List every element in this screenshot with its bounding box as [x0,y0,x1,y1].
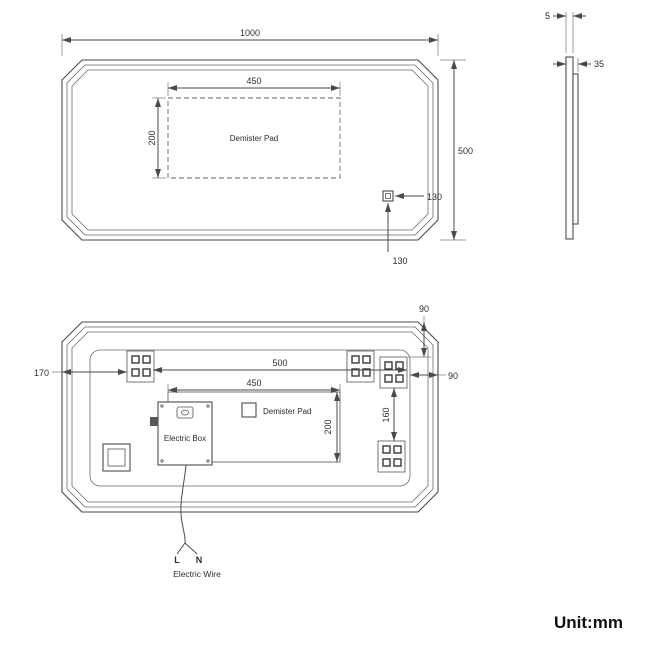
bracket-hole [142,355,151,364]
bracket-hole [395,374,404,383]
bracket-right-upper [379,356,408,389]
bracket-hole [393,458,402,467]
bracket-hole [393,445,402,454]
dim-sensor-right: 130 [427,192,442,202]
demister-connector [241,402,257,418]
screw [206,459,210,463]
side-frame [572,73,579,225]
screw [160,404,164,408]
back-outline-inner [71,331,429,503]
demister-pad-back-label: Demister Pad [263,407,311,416]
bracket-hole [351,355,360,364]
screw [206,404,210,408]
electric-box-label: Electric Box [164,434,206,443]
dim-bracket-left-offset: 170 [34,368,49,378]
back-panel [89,349,411,487]
dim-front-width: 1000 [240,28,260,38]
front-view: 1000 500 Demister Pad 450 200 130 130 [61,28,473,266]
electric-wire [180,464,187,544]
dim-demister-height: 200 [147,130,157,145]
cable-gland [150,417,158,426]
bracket-hole [131,355,140,364]
demister-pad-outline [167,97,341,179]
electric-box: Electric Box [150,401,213,466]
electric-wire-label: Electric Wire [173,569,221,579]
bracket-hole [384,361,393,370]
dim-bracket-right-offset: 90 [448,371,458,381]
back-view: 90 170 500 90 450 200 160 Demister Pad [34,304,458,579]
bracket-right-lower [377,440,406,473]
dim-front-height: 500 [458,146,473,156]
bracket-frame [377,440,406,473]
bracket-top-right [346,350,375,383]
bracket-hole [362,355,371,364]
wire-line-n [184,542,198,555]
electric-box-port-hole [181,409,189,416]
junction-box-inner [107,448,126,467]
bracket-hole [131,368,140,377]
junction-box-outer [102,443,131,472]
touch-sensor-inner [385,193,391,199]
unit-label: Unit:mm [554,613,623,632]
dim-side-depth: 35 [594,59,604,69]
dim-bracket-gap: 160 [381,407,391,422]
dim-demister-height-back: 200 [323,419,333,434]
dim-bracket-top-offset: 90 [419,304,429,314]
side-glass [565,56,574,240]
bracket-hole [142,368,151,377]
dim-demister-width: 450 [246,76,261,86]
wire-label-l: L [174,555,180,565]
mirror-outline-mid [66,64,434,236]
bracket-hole [382,458,391,467]
bracket-hole [384,374,393,383]
screw [160,459,164,463]
electric-box-port [176,406,194,419]
mirror-outline-outer [61,59,439,241]
dim-demister-width-back: 450 [246,378,261,388]
bracket-frame [346,350,375,383]
bracket-top-left [126,350,155,383]
bracket-hole [382,445,391,454]
bracket-hole [395,361,404,370]
dim-bracket-span: 500 [272,358,287,368]
touch-sensor [382,190,394,202]
dim-side-thickness: 5 [545,11,550,21]
electric-box-body [157,401,213,466]
mirror-outline-inner [71,69,429,231]
bracket-frame [126,350,155,383]
wire-label-n: N [196,555,203,565]
wire-line-l [176,542,186,555]
side-view: 5 35 [545,11,604,240]
dim-sensor-bottom: 130 [392,256,407,266]
demister-pad-label: Demister Pad [230,134,278,143]
